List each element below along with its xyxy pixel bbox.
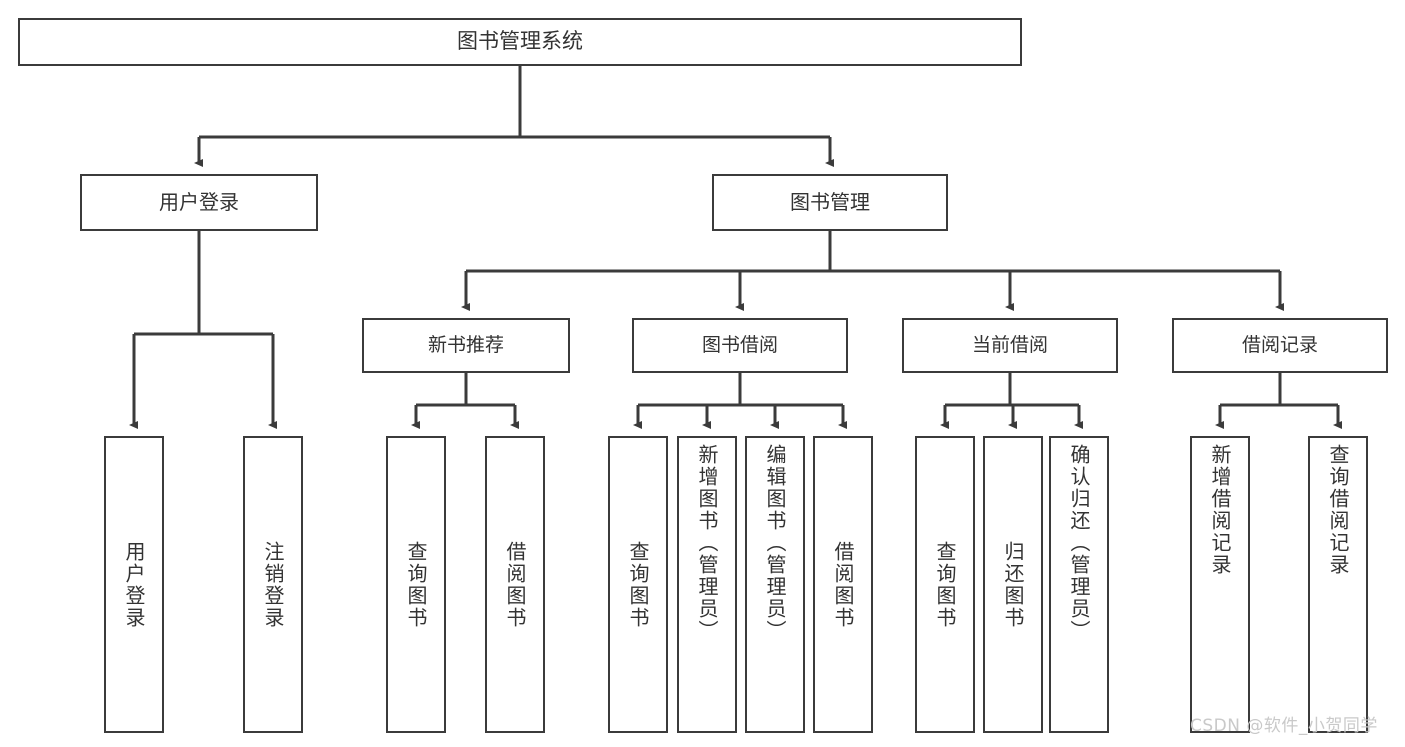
leaf-text-wrap: 编辑图书（管理员） bbox=[747, 438, 803, 737]
node-label: 借阅记录 bbox=[1241, 333, 1318, 356]
node-level3-借阅记录[interactable]: 借阅记录 bbox=[1172, 318, 1388, 373]
node-label: 新增借阅记录 bbox=[1208, 444, 1232, 576]
leaf-text-wrap: 注销登录 bbox=[245, 438, 301, 731]
node-label: 图书管理 bbox=[790, 190, 870, 215]
leaf-text-wrap: 用户登录 bbox=[106, 438, 162, 731]
node-8-查询图书[interactable]: 查询图书 bbox=[915, 436, 975, 733]
node-level3-当前借阅[interactable]: 当前借阅 bbox=[902, 318, 1118, 373]
node-12-查询借阅记录[interactable]: 查询借阅记录 bbox=[1308, 436, 1368, 733]
node-label: 注销登录 bbox=[261, 540, 285, 629]
leaf-text-wrap: 查询图书 bbox=[917, 438, 973, 731]
node-label: 用户登录 bbox=[122, 540, 146, 629]
node-4-查询图书[interactable]: 查询图书 bbox=[608, 436, 668, 733]
node-label: 查询图书 bbox=[933, 540, 957, 629]
node-label: 新增图书（管理员） bbox=[695, 444, 719, 642]
node-label: 查询图书 bbox=[626, 540, 650, 629]
node-2-查询图书[interactable]: 查询图书 bbox=[386, 436, 446, 733]
leaf-text-wrap: 借阅图书 bbox=[487, 438, 543, 731]
leaf-text-wrap: 查询图书 bbox=[610, 438, 666, 731]
node-1-注销登录[interactable]: 注销登录 bbox=[243, 436, 303, 733]
leaf-text-wrap: 查询图书 bbox=[388, 438, 444, 731]
node-label: 查询图书 bbox=[404, 540, 428, 629]
csdn-watermark: CSDN @软件_小贺同学 bbox=[1190, 716, 1378, 736]
leaf-text-wrap: 确认归还（管理员） bbox=[1051, 438, 1107, 737]
leaf-text-wrap: 查询借阅记录 bbox=[1310, 438, 1366, 737]
node-level2-用户登录[interactable]: 用户登录 bbox=[80, 174, 318, 231]
node-label: 用户登录 bbox=[159, 190, 239, 215]
node-label: 图书管理系统 bbox=[457, 29, 583, 54]
node-level2-图书管理[interactable]: 图书管理 bbox=[712, 174, 948, 231]
leaf-text-wrap: 归还图书 bbox=[985, 438, 1041, 731]
node-label: 查询借阅记录 bbox=[1326, 444, 1350, 576]
leaf-text-wrap: 新增借阅记录 bbox=[1192, 438, 1248, 737]
leaf-text-wrap: 新增图书（管理员） bbox=[679, 438, 735, 737]
node-10-确认归还管理员[interactable]: 确认归还（管理员） bbox=[1049, 436, 1109, 733]
node-5-新增图书管理员[interactable]: 新增图书（管理员） bbox=[677, 436, 737, 733]
node-level3-新书推荐[interactable]: 新书推荐 bbox=[362, 318, 570, 373]
node-level3-图书借阅[interactable]: 图书借阅 bbox=[632, 318, 848, 373]
node-label: 确认归还（管理员） bbox=[1067, 444, 1091, 642]
node-label: 借阅图书 bbox=[503, 540, 527, 629]
node-label: 当前借阅 bbox=[971, 333, 1048, 356]
node-9-归还图书[interactable]: 归还图书 bbox=[983, 436, 1043, 733]
node-3-借阅图书[interactable]: 借阅图书 bbox=[485, 436, 545, 733]
node-label: 编辑图书（管理员） bbox=[763, 444, 787, 642]
node-root-图书管理系统[interactable]: 图书管理系统 bbox=[18, 18, 1022, 66]
node-7-借阅图书[interactable]: 借阅图书 bbox=[813, 436, 873, 733]
node-label: 借阅图书 bbox=[831, 540, 855, 629]
node-label: 归还图书 bbox=[1001, 540, 1025, 629]
leaf-text-wrap: 借阅图书 bbox=[815, 438, 871, 731]
node-11-新增借阅记录[interactable]: 新增借阅记录 bbox=[1190, 436, 1250, 733]
node-0-用户登录[interactable]: 用户登录 bbox=[104, 436, 164, 733]
node-label: 图书借阅 bbox=[701, 333, 778, 356]
node-label: 新书推荐 bbox=[427, 333, 504, 356]
node-6-编辑图书管理员[interactable]: 编辑图书（管理员） bbox=[745, 436, 805, 733]
